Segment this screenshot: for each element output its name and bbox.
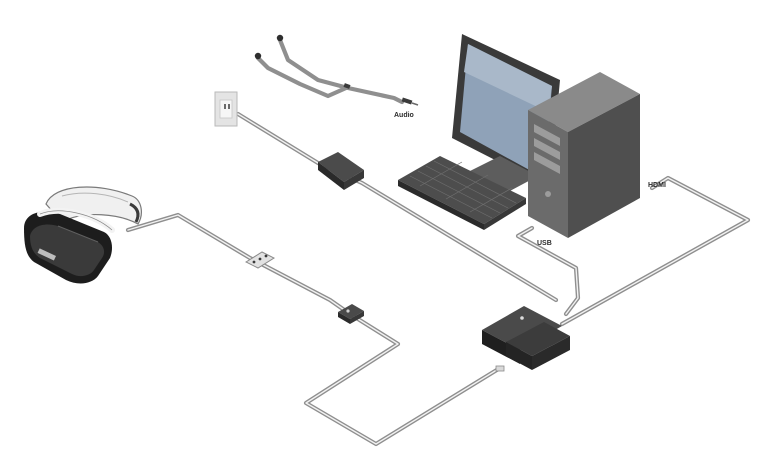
audio-plug-icon [401, 97, 419, 106]
ac-adapter-icon [318, 152, 364, 190]
connector-box-icon [338, 304, 364, 324]
processor-unit-icon [482, 306, 570, 372]
pc-tower-icon [528, 72, 640, 238]
vr-headset-icon [24, 186, 142, 284]
usb-label: USB [537, 240, 552, 247]
earbuds-icon [254, 34, 419, 106]
inline-remote-icon [244, 251, 276, 269]
audio-label: Audio [394, 112, 414, 119]
keyboard-icon [398, 156, 526, 230]
hdmi-label: HDMI [648, 182, 666, 189]
drive-bays [534, 124, 560, 174]
wall-outlet-icon [214, 91, 238, 127]
